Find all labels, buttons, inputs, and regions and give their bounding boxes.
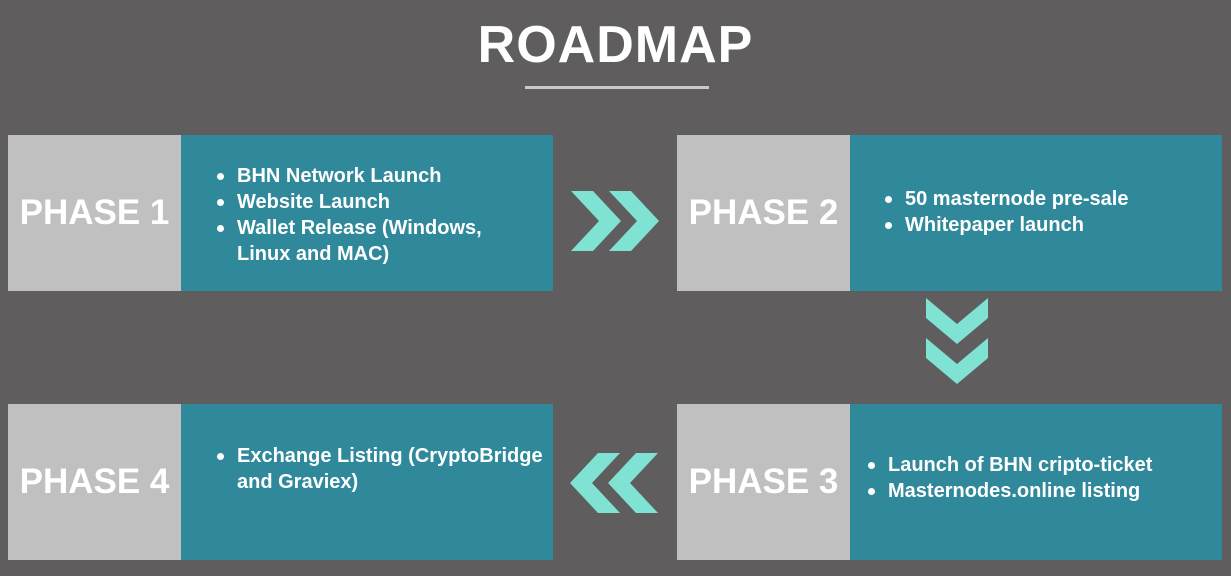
list-item: Wallet Release (Windows, Linux and MAC)	[215, 215, 535, 267]
roadmap-title: ROADMAP	[477, 16, 754, 74]
phase-body-3: Launch of BHN cripto-ticket Masternodes.…	[850, 404, 1222, 560]
chevron-left-icon	[570, 453, 620, 513]
list-item: Website Launch	[215, 189, 535, 215]
phase-items-2: 50 masternode pre-sale Whitepaper launch	[883, 186, 1213, 238]
double-chevron-left-icon	[570, 453, 660, 513]
phase-items-3: Launch of BHN cripto-ticket Masternodes.…	[866, 452, 1216, 504]
double-chevron-right-icon	[571, 191, 661, 251]
list-item: Exchange Listing (CryptoBridge and Gravi…	[215, 443, 545, 495]
phase-items-4: Exchange Listing (CryptoBridge and Gravi…	[215, 443, 545, 495]
list-item: BHN Network Launch	[215, 163, 535, 189]
list-item: Whitepaper launch	[883, 212, 1213, 238]
title-underline	[525, 86, 709, 89]
phase-label-1: PHASE 1	[8, 135, 181, 291]
phase-label-3: PHASE 3	[677, 404, 850, 560]
phase-card-1: PHASE 1 BHN Network Launch Website Launc…	[8, 135, 553, 291]
list-item: Launch of BHN cripto-ticket	[866, 452, 1216, 478]
list-item: 50 masternode pre-sale	[883, 186, 1213, 212]
phase-items-1: BHN Network Launch Website Launch Wallet…	[215, 163, 535, 267]
chevron-left-icon	[608, 453, 658, 513]
phase-label-4: PHASE 4	[8, 404, 181, 560]
phase-label-2: PHASE 2	[677, 135, 850, 291]
phase-body-1: BHN Network Launch Website Launch Wallet…	[181, 135, 553, 291]
phase-card-3: PHASE 3 Launch of BHN cripto-ticket Mast…	[677, 404, 1222, 560]
phase-card-4: PHASE 4 Exchange Listing (CryptoBridge a…	[8, 404, 553, 560]
double-chevron-down-icon	[926, 298, 988, 388]
phase-body-4: Exchange Listing (CryptoBridge and Gravi…	[181, 404, 553, 560]
chevron-down-icon	[926, 298, 988, 344]
chevron-down-icon	[926, 338, 988, 384]
phase-body-2: 50 masternode pre-sale Whitepaper launch	[850, 135, 1222, 291]
list-item: Masternodes.online listing	[866, 478, 1216, 504]
chevron-right-icon	[609, 191, 659, 251]
chevron-right-icon	[571, 191, 621, 251]
phase-card-2: PHASE 2 50 masternode pre-sale Whitepape…	[677, 135, 1222, 291]
